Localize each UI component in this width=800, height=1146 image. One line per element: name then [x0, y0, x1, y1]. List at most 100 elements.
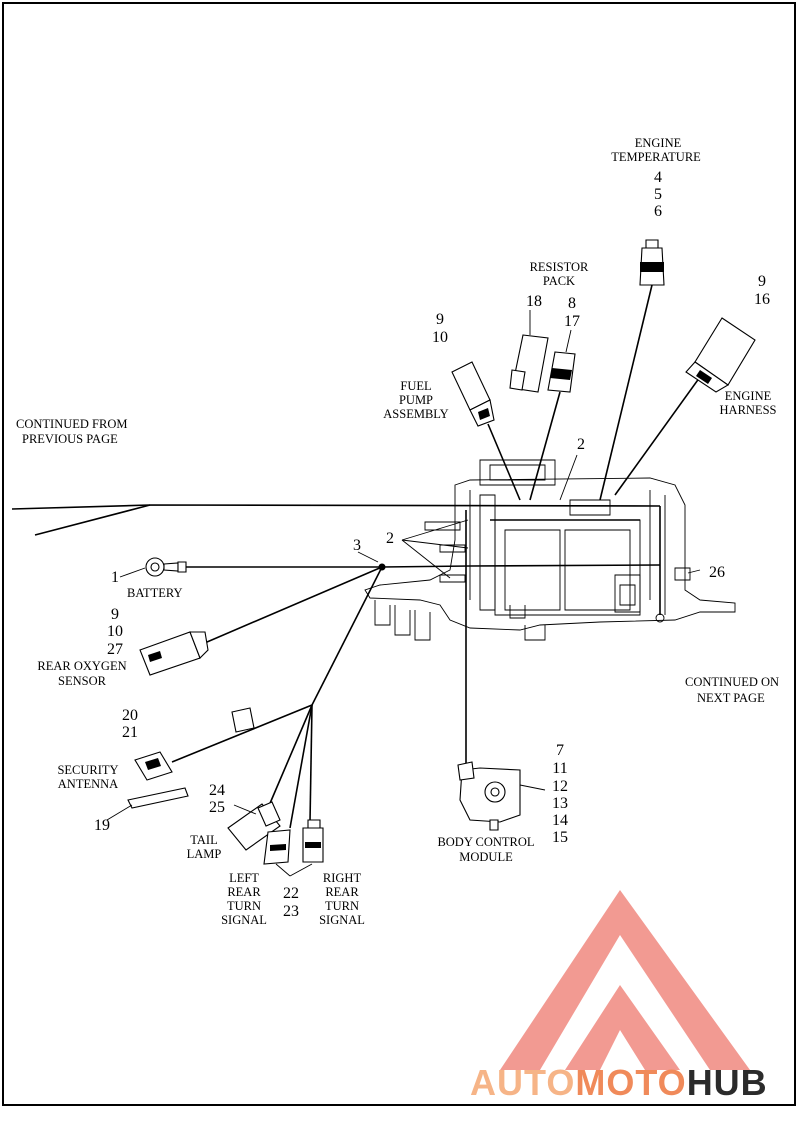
callout-3: 3 — [353, 537, 361, 554]
automotohub-watermark: AUTOMOTOHUB — [470, 890, 768, 1103]
leader-lines — [106, 310, 701, 877]
callout-security: 20 21 — [122, 707, 138, 741]
svg-text:27: 27 — [107, 641, 123, 658]
svg-text:REAR: REAR — [227, 885, 261, 899]
chassis-frame — [364, 459, 736, 641]
callout-2-top: 2 — [577, 436, 585, 453]
rear-oxygen-sensor-connector — [139, 631, 209, 676]
svg-text:ENGINE: ENGINE — [635, 136, 682, 150]
callout-19: 19 — [94, 817, 110, 834]
svg-text:12: 12 — [552, 778, 568, 795]
svg-text:RIGHT: RIGHT — [323, 871, 362, 885]
engine-temperature-label: ENGINE TEMPERATURE — [611, 136, 701, 164]
callout-engine-temp: 4 5 6 — [654, 169, 662, 220]
harness-wires — [11, 284, 706, 829]
svg-text:PREVIOUS PAGE: PREVIOUS PAGE — [22, 432, 118, 446]
battery-terminal — [145, 557, 187, 577]
svg-text:NEXT PAGE: NEXT PAGE — [697, 691, 765, 705]
svg-text:LEFT: LEFT — [229, 871, 259, 885]
fuel-pump-label: FUEL PUMP ASSEMBLY — [383, 379, 448, 421]
svg-text:7: 7 — [556, 742, 564, 759]
svg-text:HARNESS: HARNESS — [720, 403, 777, 417]
svg-text:MODULE: MODULE — [459, 850, 513, 864]
left-rear-turn-label: LEFT REAR TURN SIGNAL — [221, 871, 267, 927]
svg-text:TURN: TURN — [227, 899, 261, 913]
svg-text:25: 25 — [209, 799, 225, 816]
junction-3 — [378, 563, 386, 571]
engine-harness-label: ENGINE HARNESS — [720, 389, 777, 417]
triangle-logo-icon — [500, 890, 750, 1070]
callout-26: 26 — [709, 564, 725, 581]
svg-text:TURN: TURN — [325, 899, 359, 913]
svg-text:22: 22 — [283, 885, 299, 902]
body-control-module-label: BODY CONTROL MODULE — [437, 835, 534, 864]
svg-text:16: 16 — [754, 291, 770, 308]
engine-temperature-connector — [639, 239, 665, 286]
svg-text:CONTINUED FROM: CONTINUED FROM — [16, 417, 127, 431]
rear-oxygen-label: REAR OXYGEN SENSOR — [37, 659, 126, 688]
svg-text:ASSEMBLY: ASSEMBLY — [383, 407, 448, 421]
svg-text:23: 23 — [283, 903, 299, 920]
callout-18: 18 — [526, 293, 542, 310]
right-rear-turn-label: RIGHT REAR TURN SIGNAL — [319, 871, 365, 927]
svg-text:10: 10 — [432, 329, 448, 346]
svg-text:13: 13 — [552, 795, 568, 812]
body-control-module — [457, 761, 546, 831]
svg-text:PUMP: PUMP — [399, 393, 433, 407]
engine-harness-connector — [685, 317, 756, 393]
svg-text:FUEL: FUEL — [400, 379, 431, 393]
svg-text:ANTENNA: ANTENNA — [58, 777, 118, 791]
svg-text:8: 8 — [568, 295, 576, 312]
svg-text:RESISTOR: RESISTOR — [530, 260, 589, 274]
svg-text:ENGINE: ENGINE — [725, 389, 772, 403]
security-antenna-label: SECURITY ANTENNA — [57, 763, 118, 791]
callout-turn-signal: 22 23 — [283, 885, 299, 920]
callout-2-mid: 2 — [386, 530, 394, 547]
diagram-frame — [2, 2, 796, 1106]
right-rear-turn-signal-connector — [302, 819, 324, 863]
callout-tail-lamp: 24 25 — [209, 782, 225, 816]
svg-text:10: 10 — [107, 623, 123, 640]
left-rear-turn-signal-connector — [263, 829, 291, 865]
fuel-pump-connector — [451, 361, 495, 427]
logo-text-hub: HUB — [687, 1062, 768, 1103]
tail-lamp-label: TAIL LAMP — [187, 833, 222, 861]
svg-text:LAMP: LAMP — [187, 847, 222, 861]
logo-text-auto: AUTO — [470, 1062, 575, 1103]
svg-text:24: 24 — [209, 782, 225, 799]
callout-body-control: 7 11 12 13 14 15 — [552, 742, 568, 846]
battery-label: BATTERY — [127, 586, 183, 600]
svg-text:REAR OXYGEN: REAR OXYGEN — [37, 659, 126, 673]
continued-on-label: CONTINUED ON NEXT PAGE — [685, 675, 779, 705]
svg-text:BODY CONTROL: BODY CONTROL — [437, 835, 534, 849]
svg-text:TAIL: TAIL — [190, 833, 217, 847]
svg-text:17: 17 — [564, 313, 580, 330]
svg-text:14: 14 — [552, 812, 568, 829]
svg-text:SENSOR: SENSOR — [58, 674, 107, 688]
logo-text-moto: MOTO — [575, 1062, 686, 1103]
svg-text:4: 4 — [654, 169, 662, 186]
svg-text:AUTOMOTOHUB: AUTOMOTOHUB — [470, 1062, 768, 1103]
svg-text:5: 5 — [654, 186, 662, 203]
svg-text:20: 20 — [122, 707, 138, 724]
svg-text:21: 21 — [122, 724, 138, 741]
svg-text:TEMPERATURE: TEMPERATURE — [611, 150, 701, 164]
svg-text:REAR: REAR — [325, 885, 359, 899]
svg-text:15: 15 — [552, 829, 568, 846]
svg-text:SIGNAL: SIGNAL — [221, 913, 267, 927]
svg-text:9: 9 — [436, 311, 444, 328]
svg-text:SECURITY: SECURITY — [57, 763, 118, 777]
callout-engine-harness: 9 16 — [754, 273, 770, 308]
svg-text:9: 9 — [758, 273, 766, 290]
resistor-pack — [509, 334, 576, 393]
callout-fuel-pump: 9 10 — [432, 311, 448, 346]
svg-text:CONTINUED ON: CONTINUED ON — [685, 675, 779, 689]
svg-text:PACK: PACK — [543, 274, 575, 288]
tail-lamp-connector — [227, 801, 281, 851]
callout-rear-oxygen: 9 10 27 — [107, 606, 123, 658]
resistor-pack-label: RESISTOR PACK — [530, 260, 589, 288]
security-antenna — [127, 707, 255, 809]
svg-text:SIGNAL: SIGNAL — [319, 913, 365, 927]
callout-resistor-8-17: 8 17 — [564, 295, 580, 330]
